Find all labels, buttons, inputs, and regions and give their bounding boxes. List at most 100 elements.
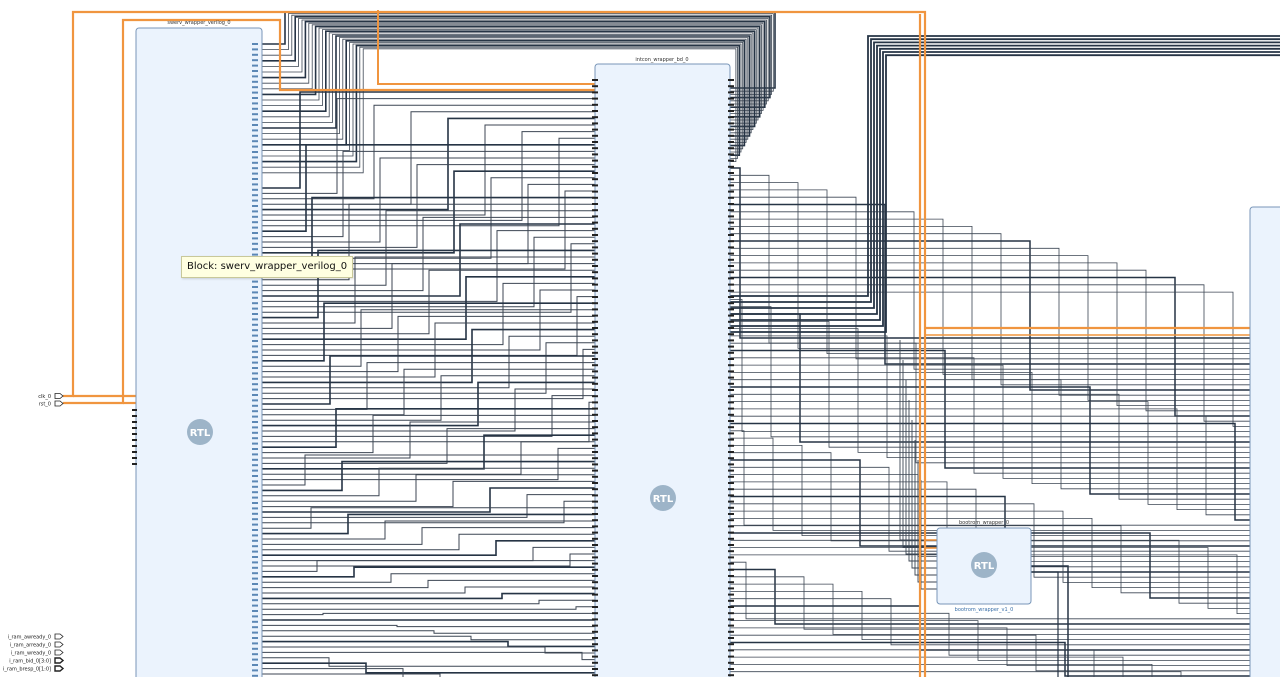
block-intcon-wrapper[interactable]: intcon_wrapper_bd_0 RTL [592,57,734,677]
net-wire[interactable] [730,358,1250,473]
pin-marker [252,313,258,315]
port-ram-wready[interactable]: i_ram_wready_0 [11,650,63,657]
net-wire[interactable] [262,462,595,491]
pin-marker [252,318,258,320]
bus-net[interactable] [730,46,1280,314]
net-wire[interactable] [730,241,1250,390]
net-wire[interactable] [262,336,595,388]
port-clk[interactable]: clk_0 [38,394,63,401]
net-wire[interactable] [262,607,595,609]
bus-net[interactable] [730,49,1280,320]
net-wire[interactable] [262,389,595,431]
net-wire[interactable] [262,567,595,577]
pin-marker [728,160,734,162]
pin-marker [252,302,258,304]
net-wire[interactable] [262,613,595,614]
port-ram-bid[interactable]: i_ram_bid_0[3:0] [9,658,63,665]
net-wire[interactable] [262,99,595,194]
net-wire[interactable] [730,205,1250,365]
block-intcon-body[interactable] [595,64,730,677]
bus-net[interactable] [730,42,1280,308]
pin-marker [728,581,734,583]
block-tooltip: Block: swerv_wrapper_verilog_0 [181,256,353,278]
net-wire[interactable] [730,650,1250,677]
net-wire[interactable] [730,168,1250,338]
net-wire[interactable] [730,234,1250,385]
net-wire[interactable] [262,92,595,188]
block-swerv-title: swerv_wrapper_verilog_0 [167,20,230,26]
pin-marker [592,277,598,279]
net-wire[interactable] [906,380,937,554]
net-wire[interactable] [730,424,1250,521]
net-wire[interactable] [730,387,1250,494]
net-wire[interactable] [262,396,595,437]
input-port-icon[interactable] [55,394,63,399]
pin-marker [592,327,598,329]
pin-marker [728,420,734,422]
port-ram-bresp[interactable]: i_ram_bresp_0[1:0] [3,666,63,673]
block-bootrom-wrapper[interactable]: bootrom_wrapper_0 RTL bootrom_wrapper_v1… [937,520,1031,613]
block-swerv-body[interactable] [136,28,262,677]
pin-marker [592,91,598,93]
pin-marker [252,151,258,153]
net-wire[interactable] [730,183,1250,349]
block-swerv-wrapper[interactable]: swerv_wrapper_verilog_0 RTL [132,20,262,677]
net-wire[interactable] [730,212,1250,369]
pin-marker [592,389,598,391]
net-wire[interactable] [262,455,595,485]
port-ram-awready[interactable]: i_ram_awready_0 [8,634,63,641]
pin-marker [592,532,598,534]
pin-marker [252,173,258,175]
net-wire[interactable] [730,336,1250,458]
net-wire[interactable] [730,416,1250,515]
net-wire[interactable] [730,343,1250,463]
net-wire[interactable] [262,594,595,599]
net-wire[interactable] [730,365,1250,478]
net-wire[interactable] [262,663,595,673]
net-wire[interactable] [730,628,1250,666]
pin-marker [252,459,258,461]
input-bus-port-icon[interactable] [55,658,63,663]
port-ram-arready[interactable]: i_ram_arready_0 [10,642,63,649]
net-wire[interactable] [730,621,1250,661]
pin-marker [592,147,598,149]
pin-marker [728,116,734,118]
bus-net[interactable] [730,55,1280,332]
net-wire[interactable] [262,642,595,647]
net-wire[interactable] [730,226,1250,379]
pin-marker [592,513,598,515]
net-wire[interactable] [262,356,595,404]
block-right-body[interactable] [1250,207,1280,677]
net-wire[interactable] [262,625,595,626]
input-port-icon[interactable] [55,650,63,655]
input-port-icon[interactable] [55,634,63,639]
net-wire[interactable] [730,175,1250,343]
bus-net[interactable] [730,36,1280,296]
net-wire[interactable] [730,380,1250,489]
block-right-partial[interactable] [1250,207,1280,677]
net-wire[interactable] [262,636,595,640]
net-wire[interactable] [262,488,595,512]
net-wire[interactable] [262,541,595,555]
net-wire[interactable] [730,292,1250,426]
net-wire[interactable] [262,521,595,539]
net-wire[interactable] [262,631,595,633]
net-wire[interactable] [262,658,595,666]
port-rst[interactable]: rst_0 [39,401,63,408]
net-wire[interactable] [730,321,1250,447]
net-wire[interactable] [730,438,1250,530]
net-wire[interactable] [262,600,595,604]
pin-marker [252,291,258,293]
input-bus-port-icon[interactable] [55,666,63,671]
pin-marker [252,637,258,639]
net-wire[interactable] [262,528,595,545]
pin-marker [252,48,258,50]
pin-marker [132,445,137,447]
net-wire[interactable] [262,468,595,496]
net-wire[interactable] [262,481,595,506]
pin-marker [728,215,734,217]
net-wire[interactable] [262,508,595,528]
input-port-icon[interactable] [55,642,63,647]
input-port-icon[interactable] [55,401,63,406]
